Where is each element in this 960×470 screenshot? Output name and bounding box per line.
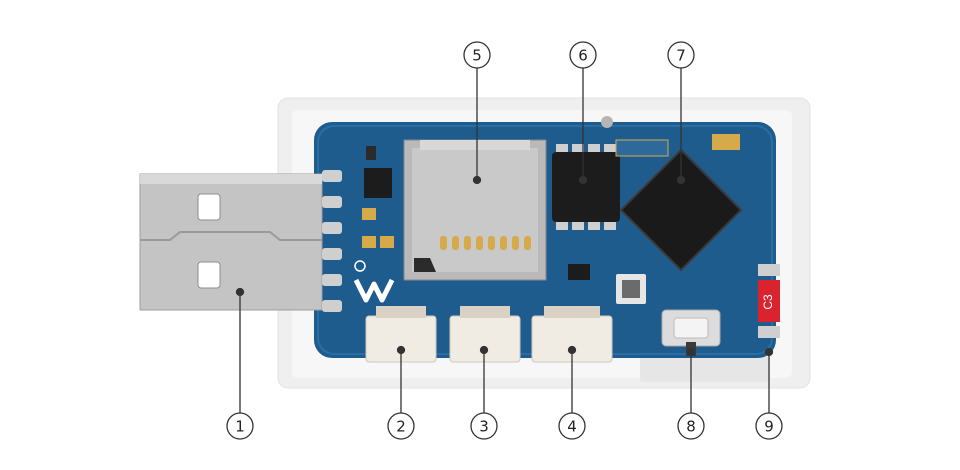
callout-label: 4: [567, 418, 577, 436]
leader-lines: [235, 68, 774, 413]
callout-5: 5: [463, 41, 491, 69]
callout-label: 7: [676, 47, 686, 65]
callout-label: 9: [764, 418, 774, 436]
status-led: C3: [758, 264, 780, 338]
callout-9: 9: [755, 412, 783, 440]
jst-connector-1: [365, 306, 437, 363]
microsd-contacts: [440, 236, 531, 250]
callout-label: 3: [479, 418, 489, 436]
callout-4: 4: [558, 412, 586, 440]
led-marking: C3: [761, 294, 775, 310]
boot-button: [661, 309, 721, 356]
callout-label: 6: [578, 47, 588, 65]
brand-logo: [353, 260, 395, 303]
callout-1: 1: [226, 412, 254, 440]
callout-3: 3: [470, 412, 498, 440]
jst-connector-2: [449, 306, 521, 363]
callout-label: 1: [235, 418, 245, 436]
transistor: [568, 264, 590, 280]
callout-2: 2: [387, 412, 415, 440]
callout-label: 8: [686, 418, 696, 436]
jst-connector-3: [531, 306, 613, 363]
callout-8: 8: [677, 412, 705, 440]
callout-7: 7: [667, 41, 695, 69]
microsd-slot: [403, 139, 547, 281]
smd-components-left: [362, 146, 394, 248]
callout-label: 2: [396, 418, 406, 436]
crystal-oscillator: [616, 274, 646, 304]
callout-6: 6: [569, 41, 597, 69]
resistor-array: [615, 134, 740, 157]
usb-a-plug: [139, 170, 342, 312]
callout-label: 5: [472, 47, 482, 65]
controller-chip: [619, 148, 743, 272]
flash-chip: [552, 144, 620, 230]
